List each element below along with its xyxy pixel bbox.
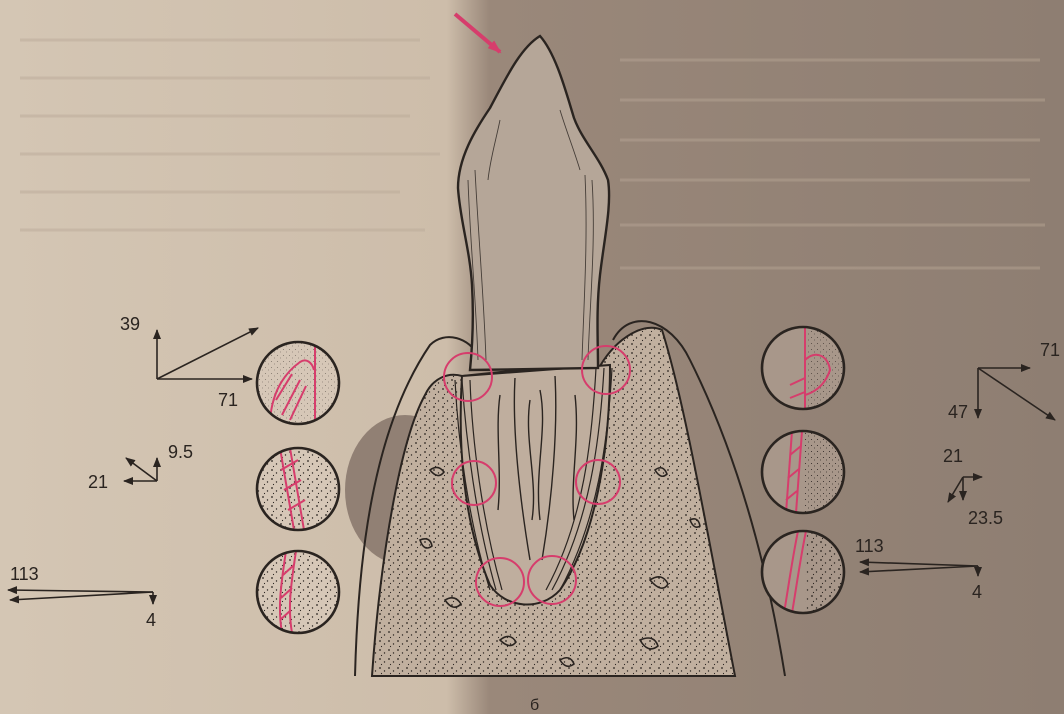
figure-caption: б xyxy=(530,697,539,714)
right-label-21: 21 xyxy=(943,446,963,466)
left-label-39: 39 xyxy=(120,314,140,334)
right-detail-circle-2 xyxy=(762,431,845,513)
right-label-113: 113 xyxy=(855,536,884,556)
left-detail-circle-2 xyxy=(257,448,339,530)
left-label-113: 113 xyxy=(10,564,39,584)
left-detail-circle-1 xyxy=(257,342,339,424)
left-label-4: 4 xyxy=(146,610,156,630)
left-detail-circle-3 xyxy=(257,551,339,633)
right-label-4: 4 xyxy=(972,582,982,602)
right-detail-circle-3 xyxy=(762,531,845,613)
right-label-23-5: 23.5 xyxy=(968,508,1003,528)
left-label-9-5: 9.5 xyxy=(168,442,193,462)
right-label-47: 47 xyxy=(948,402,968,422)
left-label-71: 71 xyxy=(218,390,238,410)
left-label-21: 21 xyxy=(88,472,108,492)
right-label-71: 71 xyxy=(1040,340,1060,360)
right-detail-circle-1 xyxy=(762,327,845,409)
